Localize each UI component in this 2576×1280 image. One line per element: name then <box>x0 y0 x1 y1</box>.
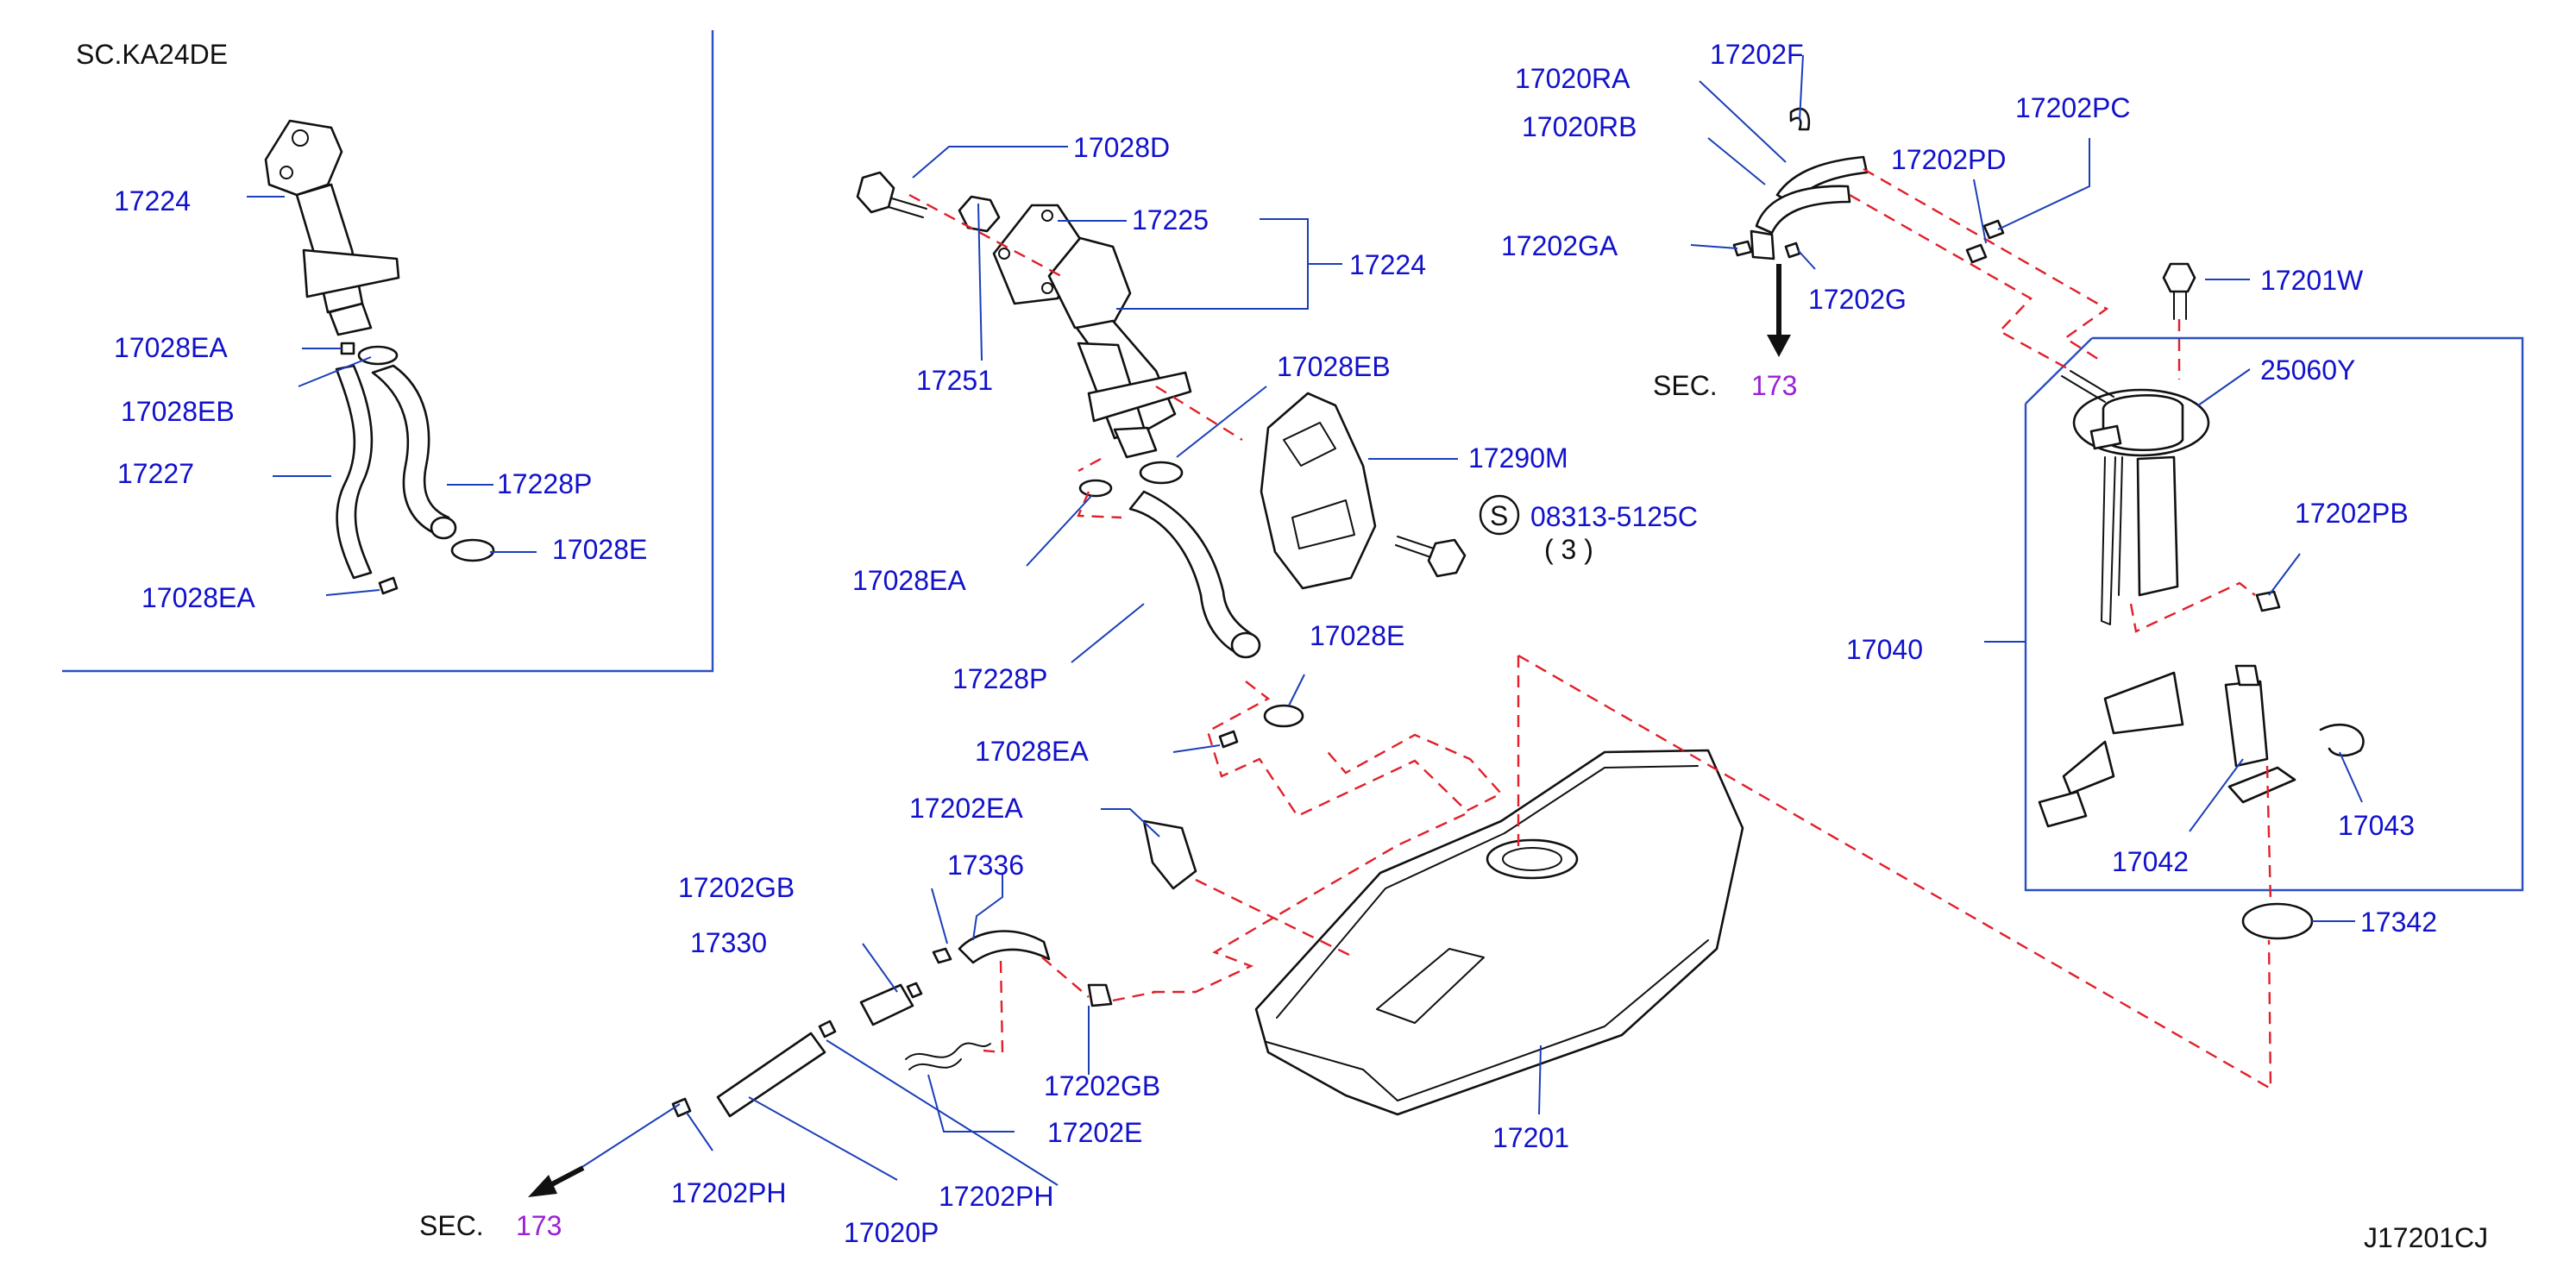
label-17225: 17225 <box>1132 204 1209 235</box>
label-17028E-main: 17028E <box>1310 620 1404 651</box>
pipe-17020P <box>716 1032 826 1118</box>
label-17290M: 17290M <box>1468 442 1568 474</box>
label-17040: 17040 <box>1846 634 1923 665</box>
label-17202PH-a: 17202PH <box>671 1177 786 1208</box>
label-17202F: 17202F <box>1710 39 1804 70</box>
heat-shield-17290M <box>1260 392 1377 590</box>
sec-prefix-bottom: SEC. <box>419 1210 484 1241</box>
label-17202PH-b: 17202PH <box>939 1181 1053 1212</box>
fuel-tank-17201 <box>1254 749 1744 1116</box>
label-17330: 17330 <box>690 927 767 958</box>
hose-17336 <box>958 930 1051 964</box>
inset-variant-frame <box>62 30 714 673</box>
variant-label: SC.KA24DE <box>76 39 228 70</box>
assembly-lines <box>908 167 2272 1091</box>
label-17342: 17342 <box>2360 907 2437 938</box>
label-17028EA-main-a: 17028EA <box>852 565 966 596</box>
label-17224-inset: 17224 <box>114 185 191 216</box>
label-17201: 17201 <box>1492 1122 1569 1153</box>
bolt-08313 <box>1395 536 1467 578</box>
label-17202GB-b: 17202GB <box>1044 1070 1160 1101</box>
bolt-quantity: ( 3 ) <box>1544 534 1593 565</box>
label-17251: 17251 <box>916 365 993 396</box>
label-17020P: 17020P <box>844 1217 939 1248</box>
label-17028EA-inset-b: 17028EA <box>141 582 255 613</box>
label-17227: 17227 <box>117 458 194 489</box>
seal-17342 <box>2241 902 2314 940</box>
breather-pipes-17020R <box>1750 107 1869 260</box>
label-17028EA-inset-a: 17028EA <box>114 332 228 363</box>
sec173-arrow-top <box>1767 264 1791 357</box>
label-17202GB-a: 17202GB <box>678 872 795 903</box>
label-17202EA: 17202EA <box>909 793 1023 824</box>
bolt-part-number: 08313-5125C <box>1530 501 1698 532</box>
label-17028EA-main-b: 17028EA <box>975 736 1089 767</box>
hose-17228P-main <box>1128 490 1261 659</box>
fuel-pump-17042 <box>2224 664 2296 804</box>
bracket-17202EA <box>1142 819 1197 890</box>
label-17202GA: 17202GA <box>1501 230 1618 261</box>
filler-neck-17224 <box>1047 236 1192 459</box>
sec-number-bottom[interactable]: 173 <box>516 1210 562 1241</box>
bolt-symbol-circle <box>1479 494 1520 536</box>
inset-filler-tube <box>264 119 400 336</box>
label-17028EB-inset: 17028EB <box>121 396 235 427</box>
label-17336: 17336 <box>947 850 1024 881</box>
label-17202PD: 17202PD <box>1891 144 2006 175</box>
inset-leaders <box>247 196 537 596</box>
label-17020RA: 17020RA <box>1515 63 1630 94</box>
sec-number-top[interactable]: 173 <box>1751 370 1797 401</box>
label-17043: 17043 <box>2338 810 2415 841</box>
small-clips <box>671 947 1113 1118</box>
label-17201W: 17201W <box>2260 265 2364 296</box>
label-17202G: 17202G <box>1808 284 1907 315</box>
label-17228P-inset: 17228P <box>497 468 592 499</box>
inset-clamps <box>340 342 495 595</box>
label-17028E-inset: 17028E <box>552 534 647 565</box>
label-17224-main: 17224 <box>1349 249 1426 280</box>
label-17020RB: 17020RB <box>1522 111 1637 142</box>
pump-module-frame <box>2024 336 2524 892</box>
label-17202E: 17202E <box>1047 1117 1142 1148</box>
pump-module-25060Y <box>2038 370 2210 828</box>
inset-hose-17228P <box>371 364 457 540</box>
label-17228P-main: 17228P <box>952 663 1047 694</box>
retainer-17043 <box>2319 724 2365 757</box>
label-17028D: 17028D <box>1073 132 1170 163</box>
label-17202PB: 17202PB <box>2295 498 2409 529</box>
label-25060Y: 25060Y <box>2260 355 2355 386</box>
bolt-symbol: S <box>1490 500 1508 531</box>
label-17042: 17042 <box>2112 846 2189 877</box>
sec173-arrow-bottom <box>528 1165 585 1197</box>
bolt-17201W <box>2162 262 2196 320</box>
top-clamps <box>1732 219 2005 264</box>
inset-hose-17227 <box>335 364 374 580</box>
bolt-17028D <box>856 171 927 218</box>
diagram-code: J17201CJ <box>2364 1222 2488 1253</box>
sec-prefix-top: SEC. <box>1653 370 1718 401</box>
label-17028EB-main: 17028EB <box>1277 351 1391 382</box>
filter-17330 <box>859 982 923 1026</box>
label-17202PC: 17202PC <box>2015 92 2130 123</box>
clip-17202PB <box>2255 590 2281 612</box>
